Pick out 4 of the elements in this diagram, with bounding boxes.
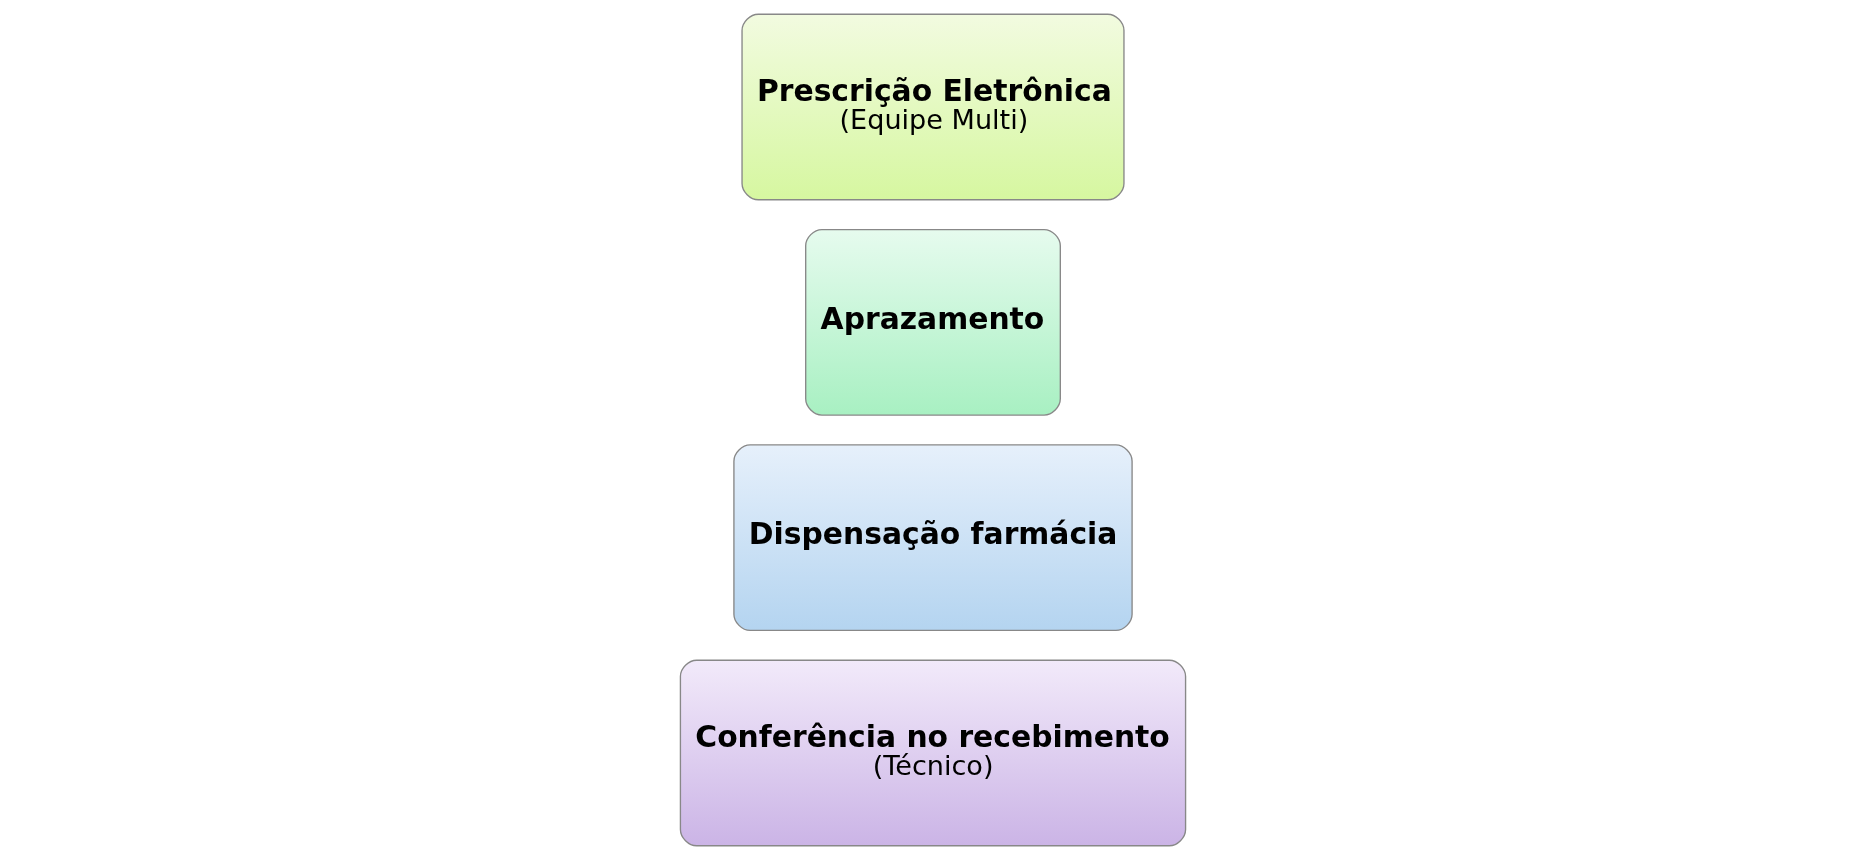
node-box: Prescrição Eletrônica (Equipe Multi) bbox=[740, 13, 1125, 201]
node-box: Dispensação farmácia bbox=[732, 444, 1133, 632]
node-box: Conferência no recebimento (Técnico) bbox=[679, 659, 1186, 847]
node-box: Aprazamento bbox=[804, 228, 1061, 416]
